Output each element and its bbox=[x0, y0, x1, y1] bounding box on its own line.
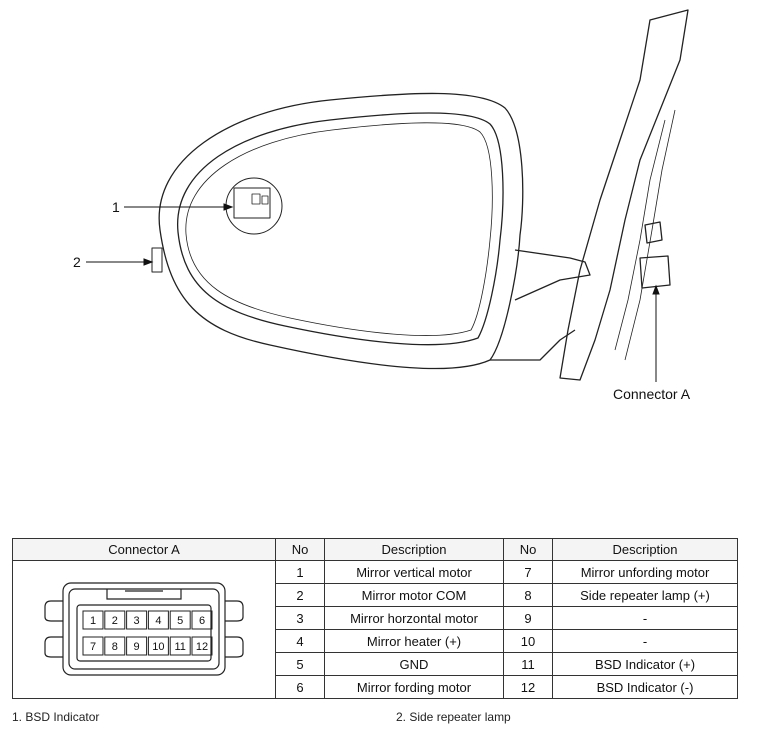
legend-item-1: 1. BSD Indicator bbox=[12, 710, 100, 724]
header-no: No bbox=[275, 538, 325, 561]
pin-description: - bbox=[552, 629, 738, 653]
connector-a-stub bbox=[639, 255, 671, 289]
header-description: Description bbox=[324, 538, 504, 561]
connector-pin-cell bbox=[126, 610, 148, 630]
connector-pin-cell bbox=[104, 610, 126, 630]
pin-description: Mirror motor COM bbox=[324, 583, 504, 607]
pin-description: Mirror vertical motor bbox=[324, 560, 504, 584]
mirror-diagram bbox=[86, 9, 689, 382]
pin-number: 6 bbox=[275, 675, 325, 699]
connector-pin-cell bbox=[82, 610, 104, 630]
pin-description: BSD Indicator (+) bbox=[552, 652, 738, 676]
connector-pin-cell bbox=[104, 636, 126, 656]
pin-number: 2 bbox=[275, 583, 325, 607]
pin-number: 5 bbox=[275, 652, 325, 676]
connector-pin-label: 12 bbox=[196, 641, 208, 653]
pin-number: 8 bbox=[503, 583, 553, 607]
side-repeater-lamp bbox=[151, 247, 163, 273]
pin-number: 11 bbox=[503, 652, 553, 676]
callout-2: 2 bbox=[73, 254, 81, 270]
callout-1: 1 bbox=[112, 199, 120, 215]
mounting-bracket bbox=[559, 9, 689, 381]
connector-pin-cell bbox=[147, 636, 169, 656]
connector-pin-label: 11 bbox=[174, 641, 185, 653]
connector-pin-cell bbox=[169, 610, 191, 630]
connector-pin-cell bbox=[82, 636, 104, 656]
mirror-arm bbox=[514, 249, 591, 301]
connector-pin-label: 4 bbox=[155, 615, 161, 627]
pin-description: GND bbox=[324, 652, 504, 676]
pin-table: Connector A No Description No Descriptio… bbox=[12, 538, 738, 699]
connector-pin-label: 7 bbox=[90, 641, 96, 653]
mirror-glass-outline bbox=[177, 112, 504, 346]
table-row: 2 Mirror motor COM 8 Side repeater lamp … bbox=[13, 583, 738, 607]
connector-pin-label: 5 bbox=[177, 615, 183, 627]
header-connector: Connector A bbox=[12, 538, 276, 561]
connector-pin-cell bbox=[191, 610, 213, 630]
legend-item-2: 2. Side repeater lamp bbox=[396, 710, 511, 724]
pin-description: Mirror horzontal motor bbox=[324, 606, 504, 630]
table-row: 6 Mirror fording motor 12 BSD Indicator … bbox=[13, 675, 738, 699]
pin-number: 4 bbox=[275, 629, 325, 653]
pin-description: Mirror fording motor bbox=[324, 675, 504, 699]
header-description: Description bbox=[552, 538, 738, 561]
connector-pin-label: 2 bbox=[112, 615, 118, 627]
connector-pin-label: 1 bbox=[90, 615, 96, 627]
connector-pin-label: 3 bbox=[134, 615, 140, 627]
connector-a-label: Connector A bbox=[613, 386, 691, 402]
pin-description: Mirror heater (+) bbox=[324, 629, 504, 653]
pin-description: Side repeater lamp (+) bbox=[552, 583, 738, 607]
connector-pin-cell bbox=[191, 636, 213, 656]
pin-description: Mirror unfording motor bbox=[552, 560, 738, 584]
table-header-row: Connector A No Description No Descriptio… bbox=[12, 538, 738, 561]
connector-pin-label: 8 bbox=[112, 641, 118, 653]
header-no: No bbox=[503, 538, 553, 561]
connector-pin-cell bbox=[147, 610, 169, 630]
pin-description: - bbox=[552, 606, 738, 630]
pin-number: 12 bbox=[503, 675, 553, 699]
mirror-housing-outline bbox=[158, 92, 524, 370]
pin-number: 1 bbox=[275, 560, 325, 584]
pin-description: BSD Indicator (-) bbox=[552, 675, 738, 699]
pin-number: 7 bbox=[503, 560, 553, 584]
pin-number: 3 bbox=[275, 606, 325, 630]
table-row: 3 Mirror horzontal motor 9 - bbox=[13, 606, 738, 630]
connector-pin-label: 9 bbox=[134, 641, 140, 653]
connector-pin-cell bbox=[126, 636, 148, 656]
pin-number: 10 bbox=[503, 629, 553, 653]
connector-pin-cell bbox=[169, 636, 191, 656]
connector-pin-label: 10 bbox=[152, 641, 164, 653]
pin-number: 9 bbox=[503, 606, 553, 630]
table-row: 4 Mirror heater (+) 10 - bbox=[13, 629, 738, 653]
connector-pin-label: 6 bbox=[199, 615, 205, 627]
